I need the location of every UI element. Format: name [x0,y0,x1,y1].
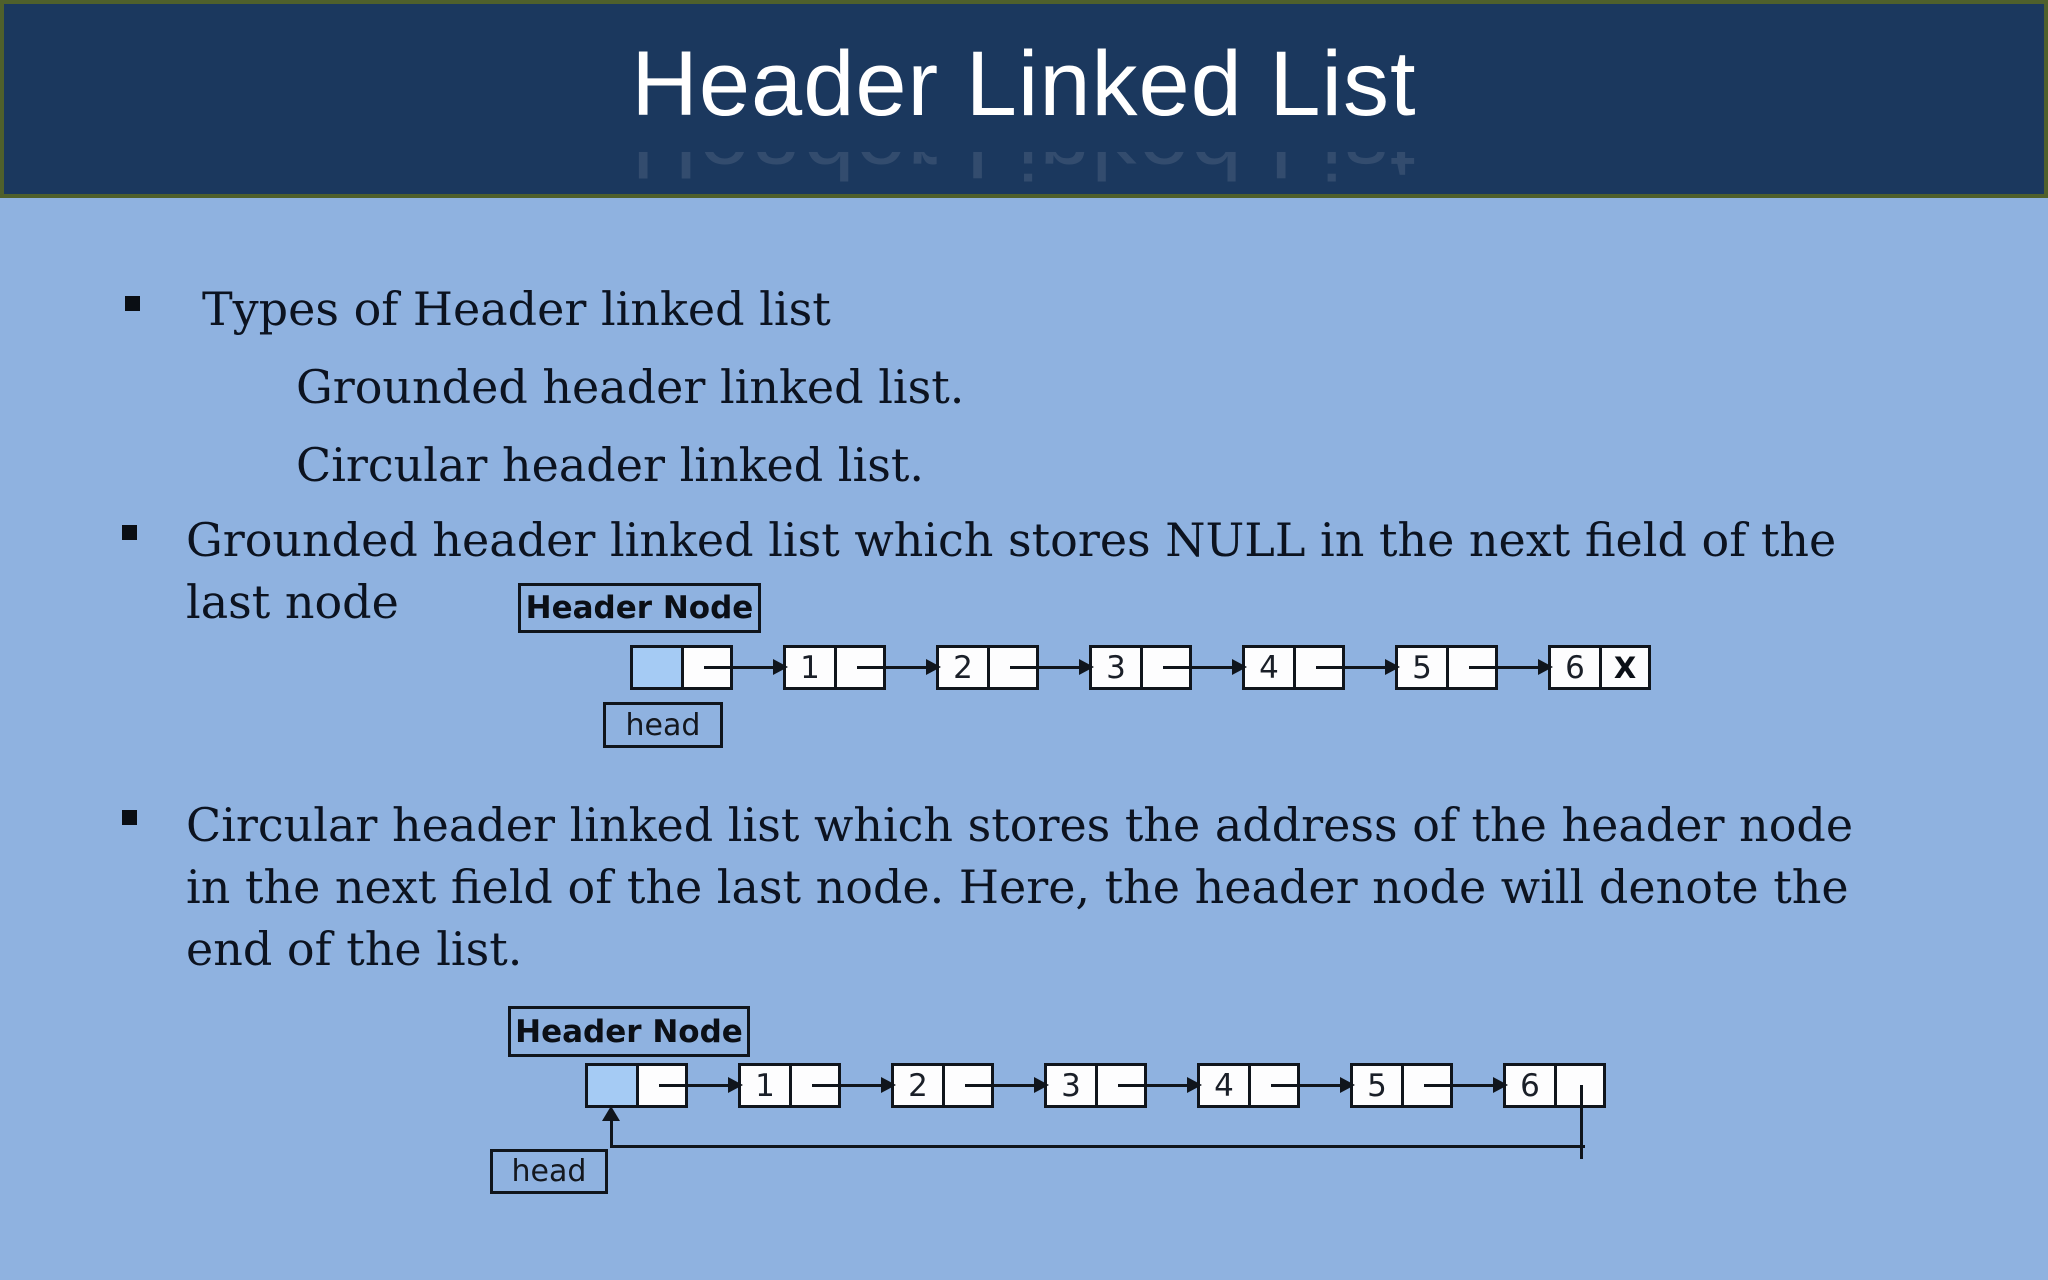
bullet-grounded-description: Grounded header linked list which stores… [186,513,1837,629]
bullet-square [122,525,137,540]
grounded-head-label: head [603,702,723,748]
list-node: 1 [783,645,941,690]
header-node-data-cell [633,648,684,687]
subitem-circular: Circular header linked list. [296,438,924,492]
header-node [585,1063,743,1108]
node-data-cell: 4 [1245,648,1296,687]
node-data-cell: 5 [1398,648,1449,687]
slide-title: Header Linked List [631,33,1417,135]
circular-linked-list-diagram: 1 2 3 4 5 6 [585,1063,1656,1159]
list-node: 4 [1197,1063,1355,1108]
list-node: 2 [891,1063,1049,1108]
bullet-square [122,810,137,825]
list-node: 2 [936,645,1094,690]
list-node: 6 [1503,1063,1606,1159]
node-data-cell: 6 [1506,1066,1557,1105]
bullet-circular-description: Circular header linked list which stores… [186,798,1854,976]
slide-title-reflection: Header Linked List [4,152,2044,198]
circular-return-line-vertical [610,1120,613,1148]
node-data-cell: 2 [939,648,990,687]
list-node: 3 [1089,645,1247,690]
list-node: 4 [1242,645,1400,690]
circular-return-line-horizontal [612,1145,1585,1148]
node-data-cell: 3 [1092,648,1143,687]
list-node: 5 [1350,1063,1508,1108]
node-data-cell: 4 [1200,1066,1251,1105]
subitem-grounded: Grounded header linked list. [296,360,965,414]
list-node: 3 [1044,1063,1202,1108]
circular-head-label: head [490,1149,608,1194]
circular-return-arrowhead-up-icon [602,1106,620,1121]
bullet-square [125,296,140,311]
node-data-cell: 5 [1353,1066,1404,1105]
list-node: 5 [1395,645,1553,690]
node-data-cell: 1 [741,1066,792,1105]
null-marker: X [1602,648,1648,687]
node-data-cell: 1 [786,648,837,687]
circular-header-node-label: Header Node [508,1006,750,1057]
node-data-cell: 2 [894,1066,945,1105]
list-node: 1 [738,1063,896,1108]
circular-pointer-downline [1580,1085,1583,1159]
grounded-header-node-label: Header Node [518,583,761,633]
bullet-types-of-header-linked-list: Types of Header linked list [202,282,831,336]
header-node-data-cell [588,1066,639,1105]
node-data-cell: 6 [1551,648,1602,687]
header-node [630,645,788,690]
title-band: Header Linked List Header Linked List [0,0,2048,198]
node-data-cell: 3 [1047,1066,1098,1105]
